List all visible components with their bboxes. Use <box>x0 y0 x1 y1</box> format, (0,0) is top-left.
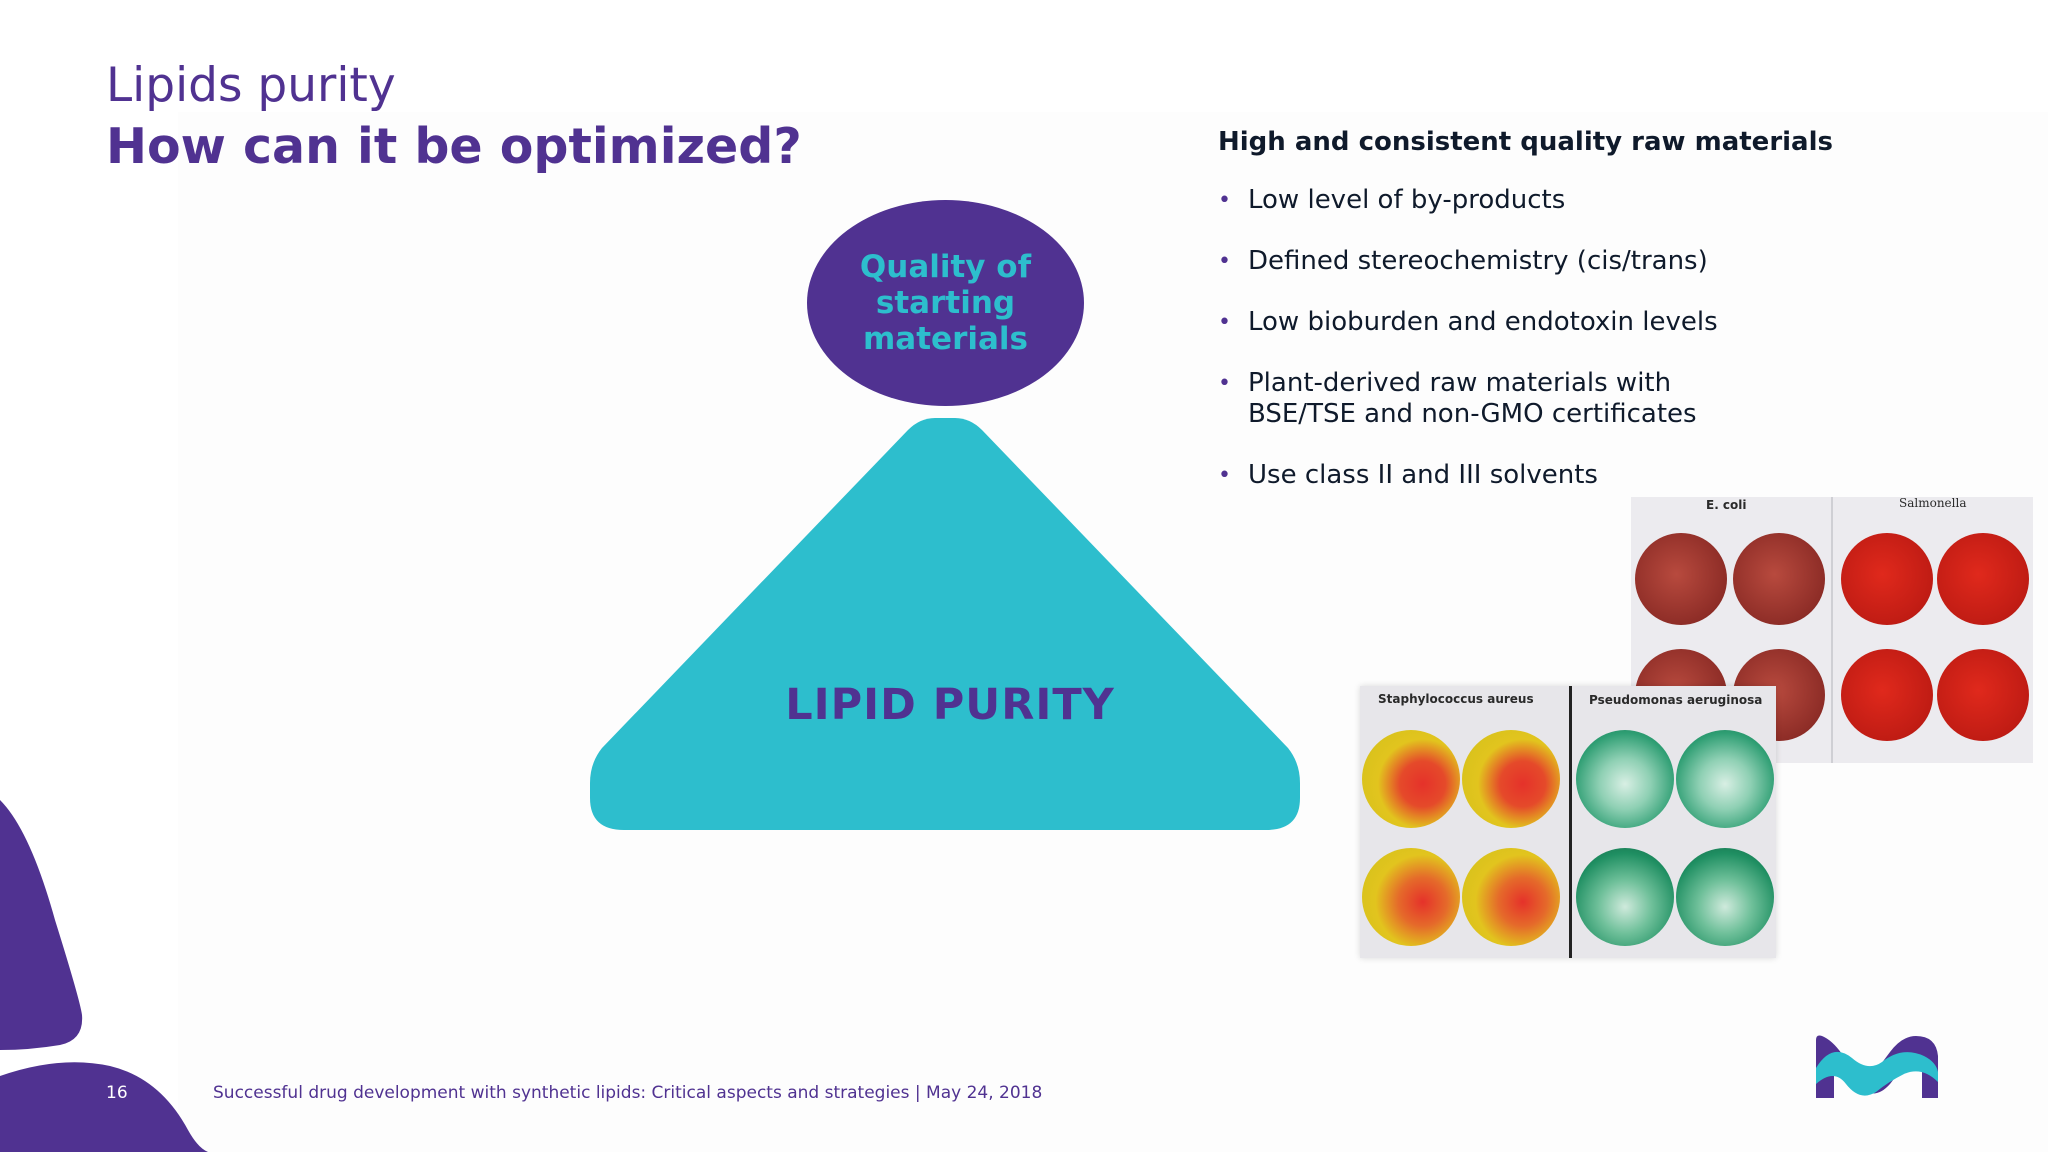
oval-label: Quality of starting materials <box>859 249 1032 357</box>
ecoli-plate <box>1733 533 1825 625</box>
photo-divider <box>1569 686 1572 958</box>
pseudomonas-plate <box>1576 848 1674 946</box>
pseudomonas-plate <box>1676 848 1774 946</box>
pseudomonas-plate <box>1676 730 1774 828</box>
staph-plate <box>1462 730 1560 828</box>
list-item: • Low bioburden and endotoxin levels <box>1216 307 1768 338</box>
list-item: • Low level of by-products <box>1216 185 1768 216</box>
bullet-text: Low bioburden and endotoxin levels <box>1248 307 1718 337</box>
staph-plate <box>1462 848 1560 946</box>
lipid-purity-triangle <box>590 418 1300 830</box>
pseudomonas-plate <box>1576 730 1674 828</box>
decorative-blob-left <box>0 800 83 1050</box>
photo-label-pseudomonas: Pseudomonas aeruginosa <box>1589 693 1763 707</box>
photo-label-staphylococcus: Staphylococcus aureus <box>1378 692 1534 706</box>
photo-divider <box>1831 497 1833 763</box>
bullet-text: Plant-derived raw materials with BSE/TSE… <box>1248 368 1697 429</box>
merck-logo-icon <box>1816 1035 1938 1098</box>
raw-materials-heading: High and consistent quality raw material… <box>1218 127 1833 157</box>
quality-oval: Quality of starting materials <box>807 200 1084 406</box>
slide-subtitle: How can it be optimized? <box>106 118 802 175</box>
staph-plate <box>1362 848 1460 946</box>
salmonella-plate <box>1841 649 1933 741</box>
bullet-icon: • <box>1218 371 1231 396</box>
salmonella-plate <box>1937 533 2029 625</box>
decorative-blob-bottom <box>0 1062 208 1152</box>
bullet-icon: • <box>1218 463 1231 488</box>
page-number: 16 <box>106 1083 128 1103</box>
bullet-icon: • <box>1218 188 1231 213</box>
footer-caption: Successful drug development with synthet… <box>213 1083 1043 1103</box>
list-item: • Plant-derived raw materials with BSE/TS… <box>1216 368 1708 430</box>
bullet-text: Use class II and III solvents <box>1248 460 1598 490</box>
salmonella-plate <box>1841 533 1933 625</box>
bullet-text: Low level of by-products <box>1248 185 1566 215</box>
staph-plate <box>1362 730 1460 828</box>
slide-title: Lipids purity <box>106 58 396 113</box>
photo-label-salmonella: Salmonella <box>1899 497 1967 510</box>
agar-plates-photo-staph-pseudomonas: Staphylococcus aureus Pseudomonas aerugi… <box>1360 686 1776 958</box>
triangle-label: LIPID PURITY <box>785 680 1115 730</box>
bullet-icon: • <box>1218 310 1231 335</box>
list-item: • Defined stereochemistry (cis/trans) <box>1216 246 1768 277</box>
list-item: • Use class II and III solvents <box>1216 460 1768 491</box>
photo-label-ecoli: E. coli <box>1706 498 1747 512</box>
bullet-icon: • <box>1218 249 1231 274</box>
triangle-shape <box>590 418 1300 830</box>
bullet-text: Defined stereochemistry (cis/trans) <box>1248 246 1708 276</box>
ecoli-plate <box>1635 533 1727 625</box>
salmonella-plate <box>1937 649 2029 741</box>
